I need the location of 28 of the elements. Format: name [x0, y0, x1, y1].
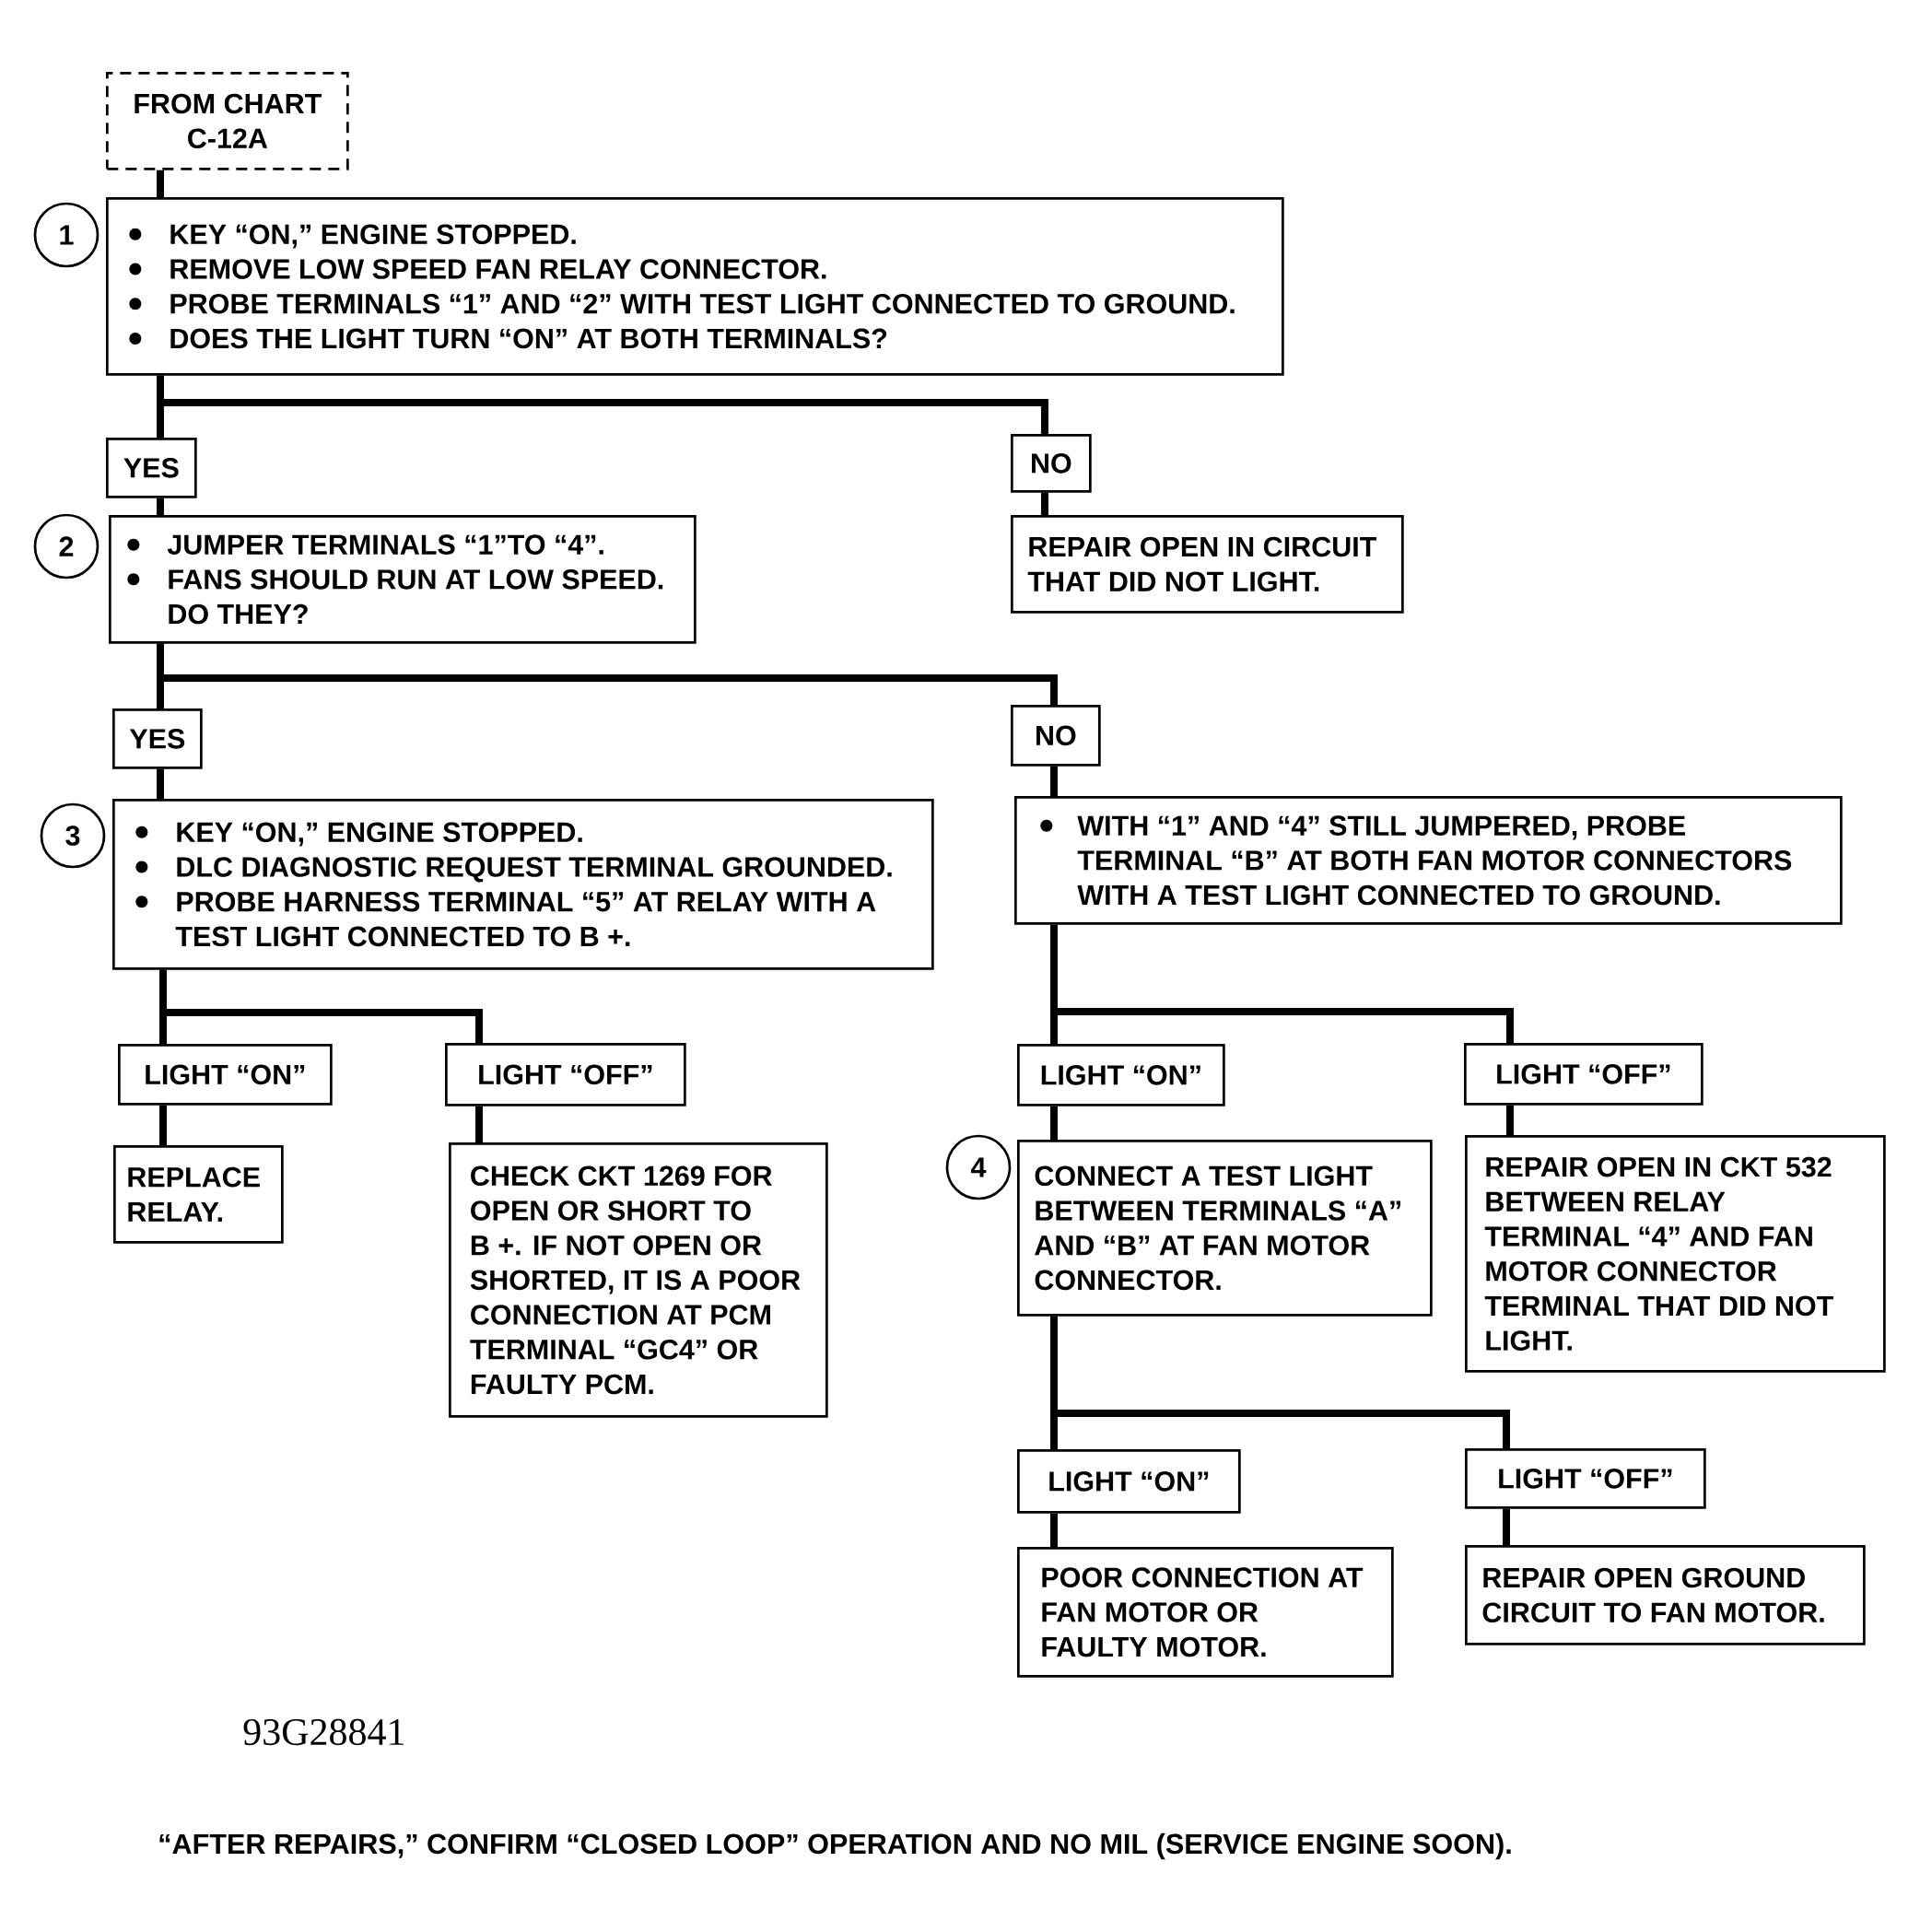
branch-box: LIGHT “OFF” — [445, 1043, 686, 1107]
branch-box: LIGHT “ON” — [118, 1044, 333, 1106]
branch-box: LIGHT “ON” — [1017, 1044, 1225, 1107]
branch-box: NO — [1011, 434, 1092, 493]
instruction-box: WITH “1” AND “4” STILL JUMPERED, PROBE TERMINAL “B” AT BOTH FAN MOTOR CONNECTORS WITH A TEST LIGHT CONNECTED TO GROUND. — [1014, 796, 1843, 925]
action-box: REPAIR OPEN IN CIRCUIT THAT DID NOT LIGHT. — [1011, 515, 1404, 614]
start-box: FROM CHART C-12A — [106, 72, 349, 170]
branch-box: LIGHT “OFF” — [1464, 1043, 1703, 1106]
instruction-box: KEY “ON,” ENGINE STOPPED. REMOVE LOW SPEED FAN RELAY CONNECTOR. PROBE TERMINALS “1” AND “2” WITH TEST LIGHT CONNECTED TO GROUND. DOES THE LIGHT TURN “ON” AT BOTH TERMINALS? — [106, 197, 1284, 376]
branch-box: YES — [112, 708, 203, 769]
branch-box: NO — [1011, 705, 1101, 767]
action-box: REPAIR OPEN IN CKT 532 BETWEEN RELAY TERMINAL “4” AND FAN MOTOR CONNECTOR TERMINAL THAT DID NOT LIGHT. — [1465, 1135, 1886, 1373]
instruction-box: JUMPER TERMINALS “1”TO “4”. FANS SHOULD RUN AT LOW SPEED. DO THEY? — [109, 515, 697, 644]
action-box: CHECK CKT 1269 FOR OPEN OR SHORT TO B +. IF NOT OPEN OR SHORTED, IT IS A POOR CONNECTION AT PCM TERMINAL “GC4” OR FAULTY PCM. — [449, 1142, 828, 1418]
step-number: 3 — [40, 802, 106, 869]
action-box: POOR CONNECTION AT FAN MOTOR OR FAULTY MOTOR. — [1017, 1547, 1394, 1678]
step-number: 2 — [33, 513, 100, 580]
step-number: 1 — [33, 202, 100, 268]
action-box: REPLACE RELAY. — [113, 1145, 284, 1244]
figure-number: 93G28841 — [243, 1718, 404, 1746]
branch-box: YES — [106, 438, 197, 498]
instruction-box: CONNECT A TEST LIGHT BETWEEN TERMINALS “A” AND “B” AT FAN MOTOR CONNECTOR. — [1017, 1140, 1433, 1317]
branch-box: LIGHT “ON” — [1017, 1449, 1241, 1514]
action-box: REPAIR OPEN GROUND CIRCUIT TO FAN MOTOR. — [1465, 1545, 1866, 1645]
branch-box: LIGHT “OFF” — [1465, 1448, 1706, 1509]
step-number: 4 — [945, 1134, 1012, 1200]
instruction-box: KEY “ON,” ENGINE STOPPED. DLC DIAGNOSTIC REQUEST TERMINAL GROUNDED. PROBE HARNESS TERMINAL “5” AT RELAY WITH A TEST LIGHT CONNECTED TO B +. — [112, 799, 934, 970]
footnote: “AFTER REPAIRS,” CONFIRM “CLOSED LOOP” OPERATION AND NO MIL (SERVICE ENGINE SOON). — [159, 1832, 1511, 1860]
